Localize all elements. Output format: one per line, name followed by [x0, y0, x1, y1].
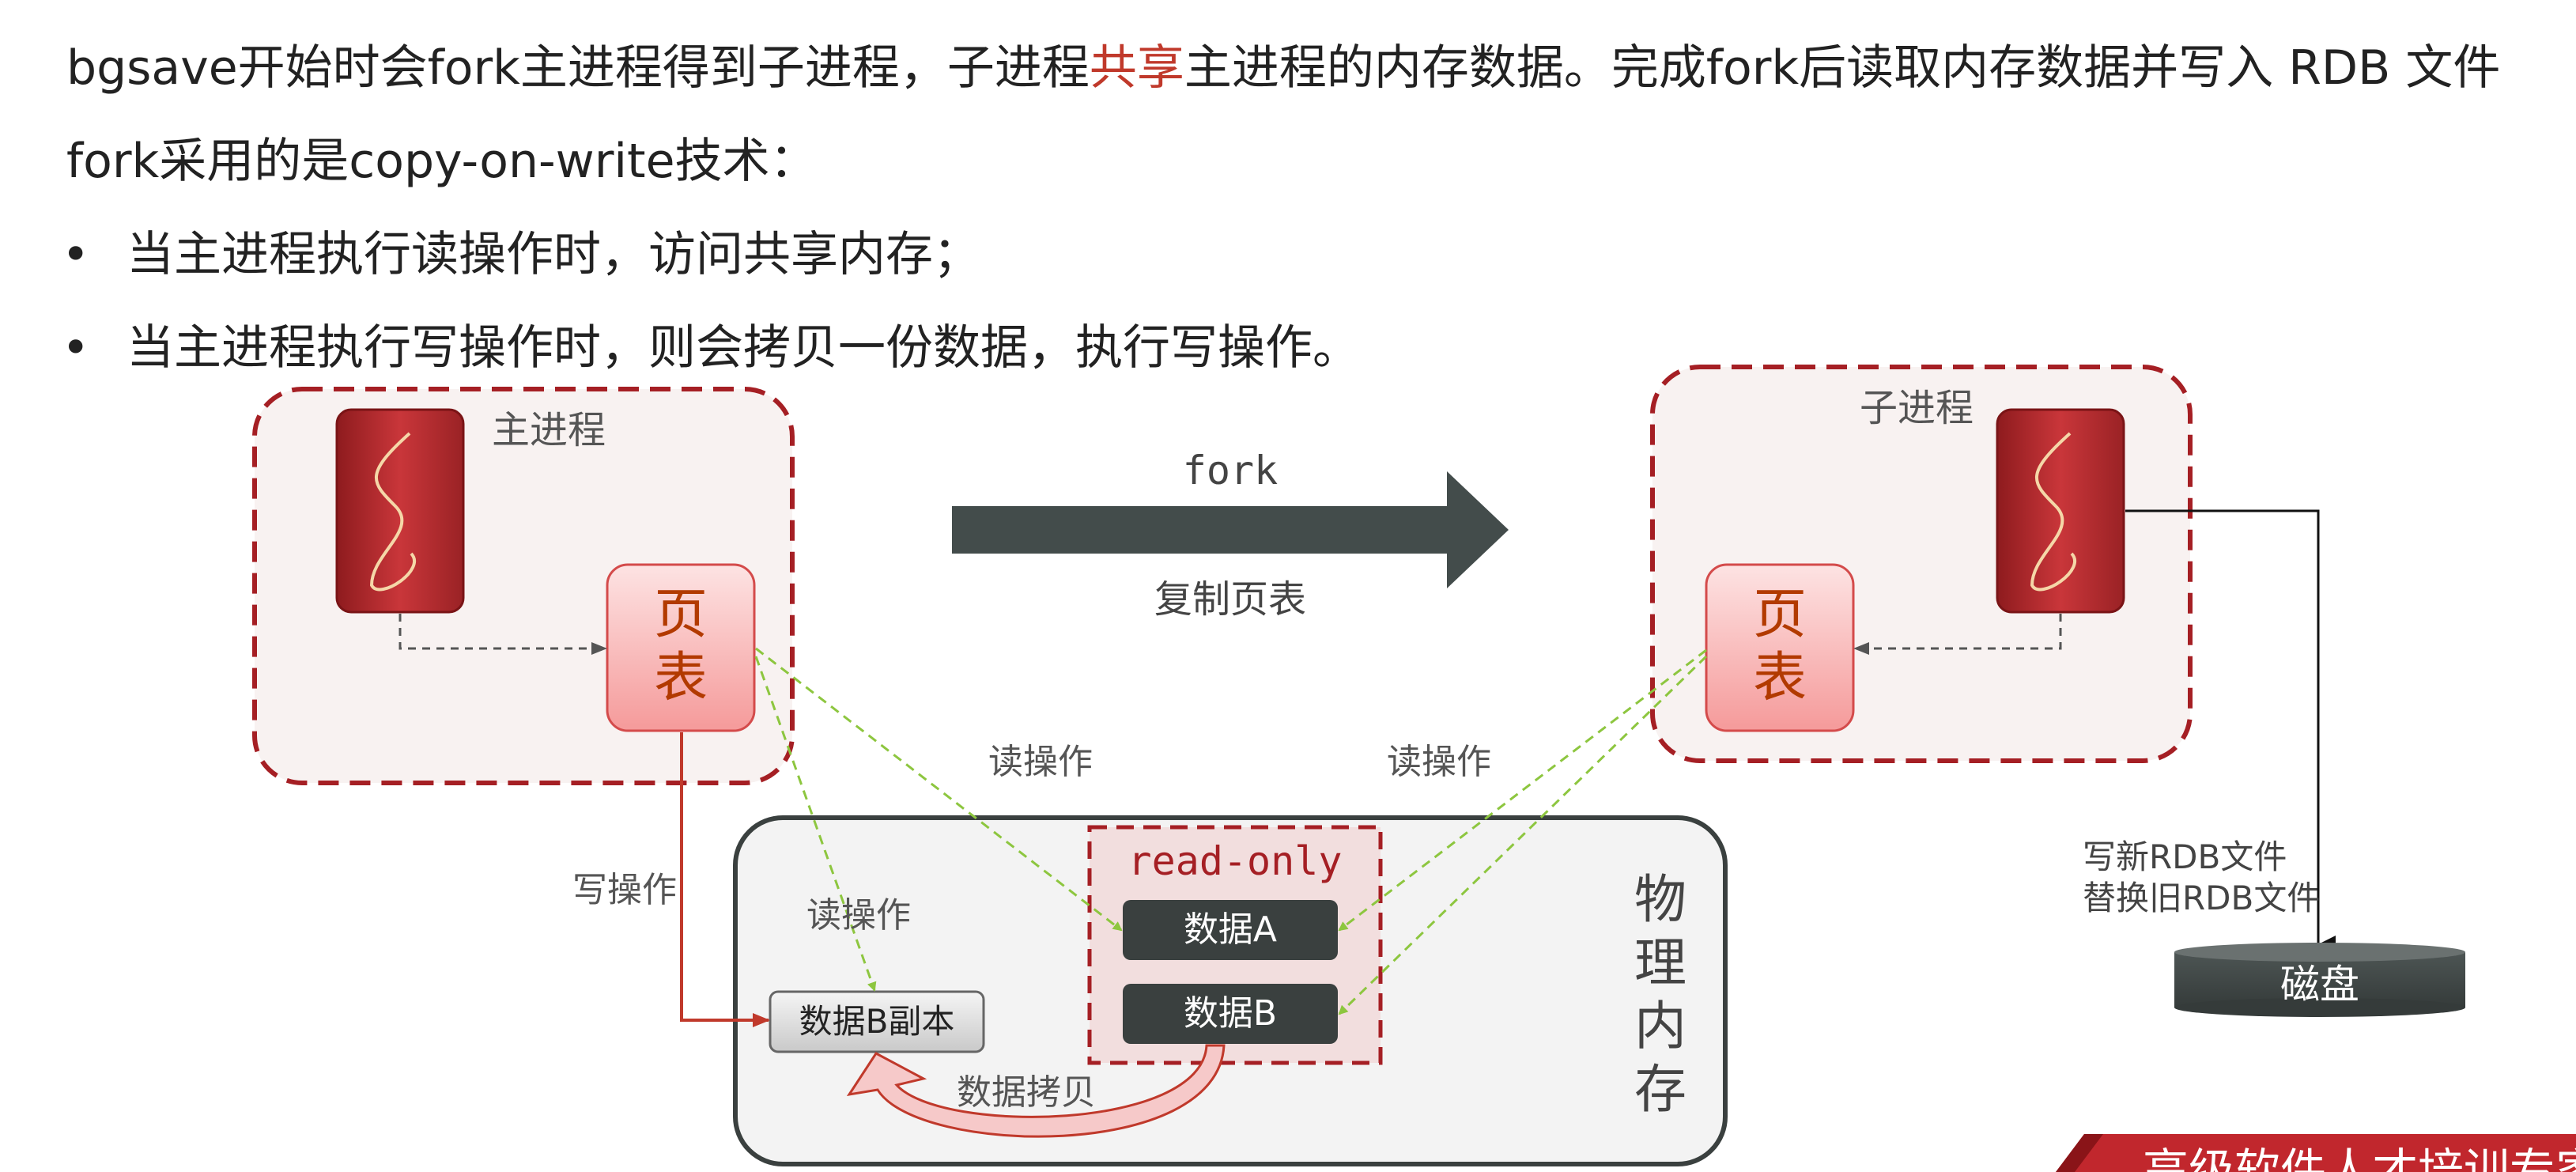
child-to-disk-connector: [2125, 509, 2336, 953]
write-op-arrow: [680, 732, 770, 1027]
copy-page-table-label: 复制页表: [1154, 577, 1306, 622]
intro-highlight: 共享: [1089, 40, 1184, 96]
data-b-label: 数据B: [1184, 993, 1277, 1034]
data-b-block: 数据B: [1123, 984, 1338, 1044]
intro-line-1-a: bgsave开始时会fork主进程得到子进程，子进程: [66, 40, 1090, 96]
read-only-label: read-only: [1128, 838, 1343, 884]
read-op-inner-label: 读操作: [806, 895, 911, 936]
write-rdb-line-2: 替换旧RDB文件: [2083, 879, 2320, 917]
fork-arrow: [952, 471, 1509, 588]
bullet-text-write: 当主进程执行写操作时，则会拷贝一份数据，执行写操作。: [127, 320, 1360, 376]
child-page-table: 页 表: [1705, 563, 1855, 732]
svg-text:物: 物: [1634, 869, 1686, 930]
data-b-copy-label: 数据B副本: [799, 1002, 955, 1041]
data-copy-arrow: [846, 1044, 1226, 1138]
intro-line-1: bgsave开始时会fork主进程得到子进程，子进程共享主进程的内存数据。完成f…: [66, 35, 2500, 101]
child-process-icon: [1996, 408, 2125, 614]
physical-memory-label: 物 理 内 存: [1634, 869, 1686, 1120]
data-a-block: 数据A: [1123, 900, 1338, 960]
read-arrow-child-to-b: [1338, 655, 1708, 1015]
brand-banner: 高级软件人才培训专家: [2056, 1134, 2576, 1172]
child-process-label: 子进程: [1860, 386, 1974, 430]
write-op-label: 写操作: [572, 870, 677, 910]
main-page-table-char-2: 表: [654, 647, 708, 709]
svg-text:内: 内: [1634, 996, 1686, 1057]
read-arrow-main-to-a: [755, 647, 1123, 932]
read-op-left-label: 读操作: [988, 742, 1093, 782]
main-page-table-char-1: 页: [654, 584, 708, 646]
brand-banner-text: 高级软件人才培训专家: [2143, 1144, 2576, 1172]
disk-label: 磁盘: [2280, 962, 2359, 1008]
bullet-item-read: • 当主进程执行读操作时，访问共享内存；: [62, 221, 980, 288]
bullet-text-read: 当主进程执行读操作时，访问共享内存；: [127, 227, 980, 282]
child-page-table-char-2: 表: [1753, 647, 1807, 709]
read-arrow-main-to-copy: [754, 656, 877, 992]
write-rdb-line-1: 写新RDB文件: [2083, 837, 2287, 876]
data-a-label: 数据A: [1184, 909, 1277, 950]
bullet-dot: •: [62, 320, 90, 376]
bullet-item-write: • 当主进程执行写操作时，则会拷贝一份数据，执行写操作。: [62, 315, 1360, 381]
intro-line-1-b: 主进程的内存数据。完成fork后读取内存数据并写入 RDB 文件: [1184, 40, 2501, 96]
read-op-right-label: 读操作: [1387, 742, 1491, 782]
fork-label: fork: [1183, 448, 1278, 493]
bullet-dot: •: [62, 227, 90, 282]
child-page-table-char-1: 页: [1753, 584, 1807, 646]
disk-icon: 磁盘: [2174, 943, 2465, 1017]
main-process-label: 主进程: [492, 408, 606, 452]
data-b-copy-block: 数据B副本: [769, 990, 985, 1053]
read-arrow-child-to-a: [1338, 648, 1707, 932]
intro-line-2: fork采用的是copy-on-write技术：: [66, 134, 818, 189]
main-page-table: 页 表: [606, 563, 756, 732]
main-process-icon: [335, 408, 465, 614]
data-copy-label: 数据拷贝: [957, 1072, 1096, 1113]
main-process-connector: [398, 614, 607, 655]
svg-text:理: 理: [1634, 932, 1686, 993]
child-process-connector: [1853, 614, 2062, 655]
svg-text:存: 存: [1634, 1059, 1686, 1120]
